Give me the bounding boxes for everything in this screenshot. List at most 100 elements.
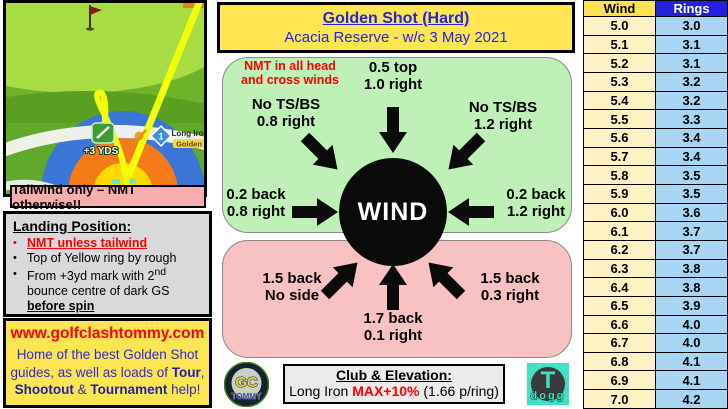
promo-bold-tour: Tour	[171, 364, 201, 380]
club-elevation-heading: Club & Elevation:	[336, 367, 452, 383]
rings-value: 4.1	[655, 370, 728, 391]
wind-value: 6.2	[583, 239, 656, 260]
rings-value: 3.5	[655, 183, 728, 204]
wind-value: 5.1	[583, 34, 656, 55]
wind-center-circle: WIND	[339, 158, 447, 266]
wind-value: 6.0	[583, 202, 656, 223]
wind-value: 5.9	[583, 183, 656, 204]
wind-value: 5.3	[583, 71, 656, 92]
game-ui-sliver	[183, 3, 204, 8]
rings-value: 3.8	[655, 258, 728, 279]
wind-value: 6.3	[583, 258, 656, 279]
plus-yards-badge: +3 YDS	[83, 122, 120, 158]
superscript-nd: nd	[154, 266, 167, 278]
tdogg-logo-t: T	[541, 367, 556, 394]
website-link[interactable]: www.golfclashtommy.com	[10, 325, 205, 342]
rings-value: 3.9	[655, 295, 728, 316]
wind-value: 6.1	[583, 221, 656, 241]
wind-center-label: WIND	[357, 197, 429, 226]
landing-bullet-2: • Top of Yellow ring by rough	[13, 251, 202, 266]
bullet-icon: •	[13, 237, 17, 249]
wind-value: 6.9	[583, 370, 656, 391]
rings-value: 3.1	[655, 34, 728, 55]
wind-value: 6.6	[583, 314, 656, 335]
gc-logo-tommy-text: TOMMY	[232, 392, 262, 401]
landing-bullet-3-text: From +3yd mark with 2nd bounce centre of…	[27, 266, 170, 314]
rings-value: 3.2	[655, 90, 728, 111]
club-level-diamond	[150, 125, 172, 147]
aim-line	[125, 3, 203, 179]
rings-value: 3.7	[655, 239, 728, 260]
promo-bold-tournament: Tournament	[90, 382, 168, 398]
game-scene: +3 YDS 1 Long Iron Golden	[6, 3, 204, 194]
gc-logo-ball	[231, 368, 262, 398]
club-name-label: Long Iron	[172, 129, 204, 138]
wind-value: 6.5	[583, 295, 656, 316]
landing-heading: Landing Position:	[13, 218, 132, 234]
landing-bullet-1-text: NMT unless tailwind	[27, 236, 148, 250]
landing-bullet-3: • From +3yd mark with 2nd bounce centre …	[13, 267, 202, 315]
gc-logo-gc-text: GC	[235, 374, 258, 391]
rings-value: 3.1	[655, 53, 728, 73]
rings-value: 3.5	[655, 165, 728, 185]
club-shaft-icon	[134, 129, 147, 143]
wind-column-header: Wind	[583, 0, 656, 17]
club-elevation-panel: Club & Elevation: Long Iron MAX+10% (1.6…	[283, 364, 505, 404]
rings-column-header: Rings	[655, 0, 728, 17]
rings-value: 3.3	[655, 109, 728, 129]
plus-yards-label: +3 YDS	[84, 146, 119, 157]
rings-value: 4.1	[655, 351, 728, 372]
nmt-warning-line1: NMT in all head	[244, 59, 336, 73]
rings-value: 3.4	[655, 127, 728, 148]
wind-value: 5.4	[583, 90, 656, 111]
wind-value: 5.7	[583, 146, 656, 167]
promo-bold-shootout: Shootout	[14, 382, 74, 398]
max-elevation: MAX+10%	[352, 383, 420, 399]
putting-green	[6, 3, 204, 93]
rings-value: 4.0	[655, 333, 728, 353]
wind-value: 5.2	[583, 53, 656, 73]
nmt-warning-line2: and cross winds	[241, 73, 339, 88]
page-subtitle: Acacia Reserve - w/c 3 May 2021	[284, 28, 508, 46]
tdogg-logo-circle	[531, 367, 565, 401]
landing-position-panel: Landing Position: • NMT unless tailwind …	[3, 211, 212, 317]
bullet-icon: •	[13, 252, 17, 265]
wind-value: 5.5	[583, 109, 656, 129]
wind-value: 6.7	[583, 333, 656, 353]
tailwind-note-text: Tailwind only – NMT otherwise!!	[12, 181, 136, 212]
rings-value: 4.0	[655, 314, 728, 335]
club-elevation-value: Long Iron MAX+10% (1.66 p/ring)	[289, 383, 499, 399]
title-panel: Golden Shot (Hard) Acacia Reserve - w/c …	[217, 2, 575, 53]
flag-icon	[90, 6, 102, 15]
rings-value: 3.4	[655, 146, 728, 167]
club-tier-label: Golden	[176, 140, 202, 149]
promo-panel: www.golfclashtommy.com Home of the best …	[3, 318, 212, 408]
landing-bullet-2-text: Top of Yellow ring by rough	[27, 251, 177, 266]
golden-tag-bg	[173, 139, 204, 148]
wind-value: 6.4	[583, 277, 656, 297]
bullet-icon: •	[13, 267, 17, 280]
wind-value: 5.8	[583, 165, 656, 185]
